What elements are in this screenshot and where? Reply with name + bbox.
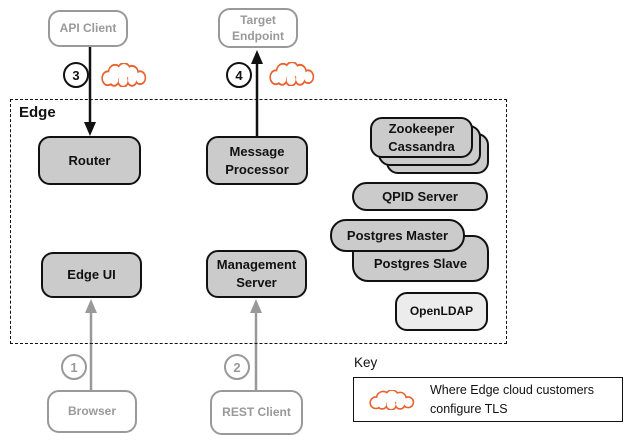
step-4-badge: 4 (226, 62, 252, 88)
node-edge-ui: Edge UI (41, 252, 142, 298)
edge-zone-label: Edge (19, 104, 56, 121)
step-1-badge: 1 (61, 354, 87, 380)
edge-zone-boundary: Edge (10, 99, 507, 344)
tls-cloud-icon (266, 62, 318, 86)
node-router: Router (38, 136, 141, 185)
node-rest-client: REST Client (210, 390, 303, 435)
node-openldap: OpenLDAP (395, 292, 488, 331)
key-legend-box: Where Edge cloud customers configure TLS (353, 377, 623, 422)
node-postgres-master: Postgres Master (330, 219, 465, 252)
tls-cloud-icon (366, 389, 418, 410)
node-management-server: Management Server (206, 250, 307, 298)
step-3-badge: 3 (63, 62, 89, 88)
key-legend-text: Where Edge cloud customers configure TLS (430, 382, 594, 416)
tls-cloud-icon (98, 63, 150, 87)
key-title: Key (354, 355, 378, 370)
node-qpid-server: QPID Server (352, 182, 488, 211)
node-target-endpoint: Target Endpoint (218, 8, 298, 48)
node-browser: Browser (47, 390, 137, 433)
step-2-badge: 2 (224, 354, 250, 380)
node-api-client: API Client (48, 10, 128, 47)
node-message-processor: Message Processor (206, 136, 308, 185)
node-zookeeper-cassandra: Zookeeper Cassandra (370, 117, 473, 158)
